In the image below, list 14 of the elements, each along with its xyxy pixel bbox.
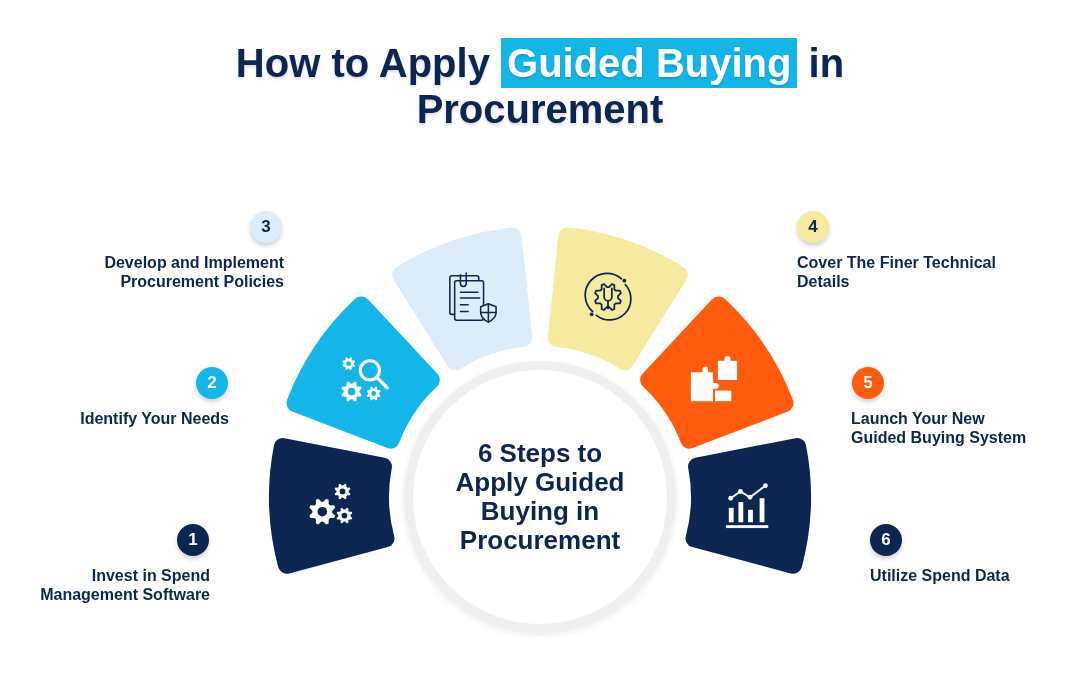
step-title: Utilize Spend Data	[870, 566, 1011, 585]
hub-title: 6 Steps to Apply Guided Buying in Procurement	[454, 439, 626, 555]
step-title: Invest in Spend Management Software	[39, 566, 210, 604]
step-title: Develop and Implement Procurement Policies	[103, 253, 284, 291]
step-number-badge: 1	[177, 524, 209, 556]
step-number-badge: 6	[870, 524, 902, 556]
title: How to Apply Guided Buying in Procurement	[200, 40, 880, 132]
step-title: Launch Your New Guided Buying System	[851, 409, 1028, 447]
step-number-badge: 3	[250, 211, 282, 243]
step-title: Cover The Finer Technical Details	[797, 253, 997, 291]
step-title: Identify Your Needs	[79, 409, 229, 428]
step-number-badge: 5	[852, 367, 884, 399]
step-number-badge: 4	[797, 211, 829, 243]
step-number-badge: 2	[196, 367, 228, 399]
